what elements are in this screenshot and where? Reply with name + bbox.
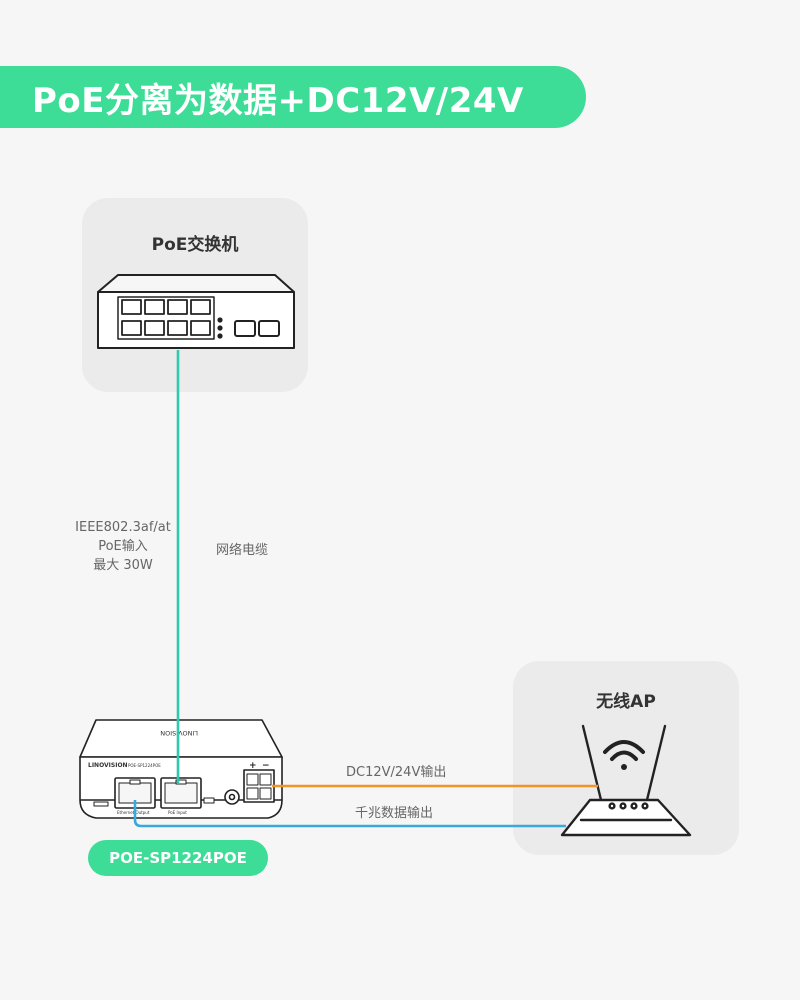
device-model-small: POE-SP1224POE — [128, 763, 161, 768]
terminal-plus: + — [249, 761, 257, 771]
terminal-minus: − — [262, 761, 270, 771]
data-output-label: 千兆数据输出 — [355, 806, 434, 821]
dc-output-label: DC12V/24V输出 — [346, 765, 447, 780]
gigabit-data-cable — [133, 800, 566, 828]
network-cable-label: 网络电缆 — [216, 543, 269, 558]
wifi-icon — [603, 740, 645, 770]
poe-input-port-label: PoE Input — [168, 810, 187, 815]
poe-switch-icon — [97, 274, 295, 349]
title-banner: PoE分离为数据+DC12V/24V — [0, 66, 586, 128]
poe-spec-standard: IEEE802.3af/at — [75, 520, 171, 535]
ethernet-output-port-label: Ethernet Output — [117, 810, 150, 815]
model-badge: POE-SP1224POE — [88, 840, 268, 876]
wireless-router-icon — [560, 724, 692, 837]
banner-title: PoE分离为数据+DC12V/24V — [32, 80, 524, 121]
poe-splitter-device — [79, 719, 283, 819]
poe-spec-max-power: 最大 30W — [93, 558, 153, 573]
wireless-ap-label: 无线AP — [596, 692, 656, 712]
device-brand-front: LINOVISION — [88, 762, 128, 769]
poe-input-spec: IEEE802.3af/at PoE输入 最大 30W — [40, 518, 206, 575]
poe-spec-input: PoE输入 — [98, 539, 148, 554]
poe-switch-label: PoE交换机 — [151, 235, 239, 255]
